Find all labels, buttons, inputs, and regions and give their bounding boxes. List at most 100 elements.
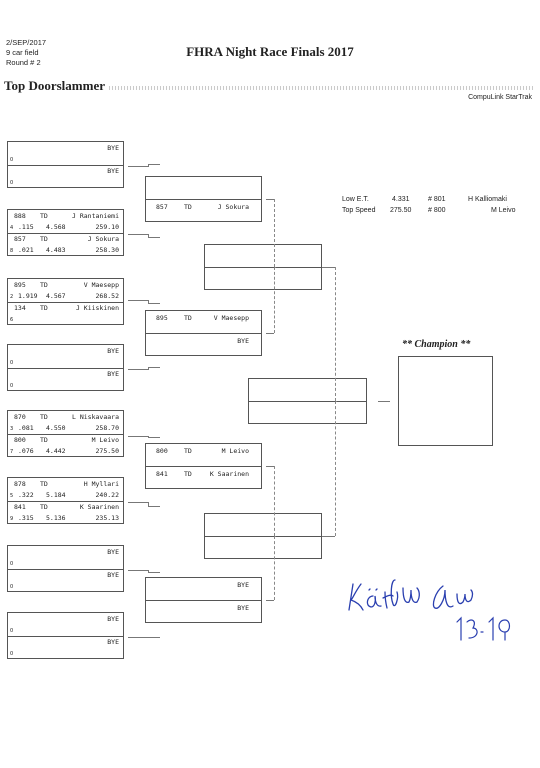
car-class: TD (40, 212, 48, 220)
connector-line (148, 303, 160, 304)
connector-line (128, 570, 148, 571)
top-speed-value: 275.50 (390, 207, 412, 214)
lane-seed: 6 (10, 317, 14, 323)
handwritten-signature (348, 579, 511, 641)
driver-name: BYE (107, 370, 119, 378)
connector-line (148, 570, 149, 573)
connector-line (148, 234, 149, 238)
car-number: 870 (14, 413, 26, 421)
speed-mph: 258.30 (95, 246, 119, 254)
driver-name: M Leivo (221, 447, 249, 455)
dotted-rule (108, 86, 533, 90)
connector-line (148, 300, 149, 304)
connector-line (274, 267, 276, 268)
car-number: 857 (156, 203, 168, 211)
connector-line (322, 267, 335, 268)
connector-line (274, 536, 275, 600)
low-et-label: Low E.T. (342, 196, 369, 203)
driver-name: V Maesepp (213, 314, 249, 322)
car-class: TD (40, 281, 48, 289)
top-speed-label: Top Speed (342, 207, 376, 214)
driver-name: J Rantaniemi (72, 212, 119, 220)
connector-line (274, 466, 275, 536)
speed-mph: 259.10 (95, 223, 119, 231)
lane-seed: 2 (10, 294, 14, 300)
driver-name: BYE (237, 581, 249, 589)
elapsed-time: 5.136 (46, 514, 66, 522)
driver-name: K Saarinen (209, 470, 249, 478)
lane-seed: 0 (10, 360, 14, 366)
driver-name: M Leivo (91, 436, 119, 444)
top-speed-car: # 800 (428, 207, 446, 214)
connector-line (274, 267, 275, 333)
page-title: FHRA Night Race Finals 2017 (186, 44, 354, 59)
connector-line (335, 401, 337, 402)
brand-label: CompuLink StarTrak (468, 94, 532, 101)
speed-mph: 258.70 (95, 424, 119, 432)
speed-mph: 275.50 (95, 447, 119, 455)
connector-line (148, 367, 160, 368)
lane-seed: 0 (10, 180, 14, 186)
reaction-time: .315 (18, 514, 34, 522)
connector-line (148, 164, 149, 167)
lane-seed: 0 (10, 561, 14, 567)
driver-name: BYE (107, 548, 119, 556)
car-class: TD (184, 203, 192, 211)
car-number: 857 (14, 235, 26, 243)
connector-line (274, 199, 275, 267)
driver-name: K Saarinen (79, 503, 119, 511)
reaction-time: 1.919 (18, 292, 38, 300)
driver-name: J Kiiskinen (75, 304, 119, 312)
car-class: TD (184, 447, 192, 455)
elapsed-time: 4.483 (46, 246, 66, 254)
reaction-time: .021 (18, 246, 34, 254)
elapsed-time: 4.442 (46, 447, 66, 455)
reaction-time: .115 (18, 223, 34, 231)
elapsed-time: 5.184 (46, 491, 66, 499)
connector-line (128, 234, 148, 235)
car-number: 134 (14, 304, 26, 312)
car-number: 895 (14, 281, 26, 289)
connector-line (322, 536, 335, 537)
reaction-time: .322 (18, 491, 34, 499)
car-class: TD (184, 314, 192, 322)
connector-line (148, 437, 160, 438)
car-number: 895 (156, 314, 168, 322)
car-class: TD (40, 413, 48, 421)
elapsed-time: 4.568 (46, 223, 66, 231)
connector-line (128, 637, 148, 638)
low-et-name: H Kalliomaki (468, 196, 507, 203)
car-class: TD (40, 503, 48, 511)
connector-line (148, 506, 160, 507)
field-size: 9 car field (6, 48, 39, 57)
connector-line (148, 237, 160, 238)
connector-line (266, 333, 274, 334)
champion-label: ** Champion ** (402, 339, 471, 350)
car-number: 888 (14, 212, 26, 220)
connector-line (335, 401, 336, 536)
connector-line (128, 369, 148, 370)
car-number: 878 (14, 480, 26, 488)
speed-mph: 268.52 (95, 292, 119, 300)
connector-line (148, 502, 149, 507)
lane-seed: 0 (10, 383, 14, 389)
driver-name: BYE (107, 347, 119, 355)
connector-line (378, 401, 390, 402)
connector-line (148, 637, 160, 638)
car-class: TD (40, 480, 48, 488)
elapsed-time: 4.567 (46, 292, 66, 300)
car-number: 800 (14, 436, 26, 444)
speed-mph: 240.22 (95, 491, 119, 499)
driver-name: BYE (107, 638, 119, 646)
driver-name: L Niskavaara (72, 413, 119, 421)
car-number: 841 (156, 470, 168, 478)
car-number: 841 (14, 503, 26, 511)
connector-line (128, 300, 148, 301)
connector-line (148, 367, 149, 370)
lane-seed: 4 (10, 225, 14, 231)
final-box (248, 378, 367, 424)
semifinal-box-2 (204, 513, 322, 559)
speed-mph: 235.13 (95, 514, 119, 522)
connector-line (335, 267, 336, 401)
